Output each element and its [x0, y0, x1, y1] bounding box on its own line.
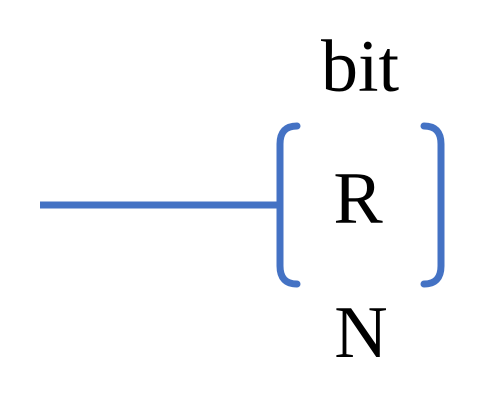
right-bracket: [420, 122, 445, 288]
component-bottom-label: N: [334, 292, 388, 374]
component-center-label: R: [333, 158, 383, 240]
left-bracket: [276, 122, 301, 288]
component-top-label: bit: [320, 26, 400, 108]
